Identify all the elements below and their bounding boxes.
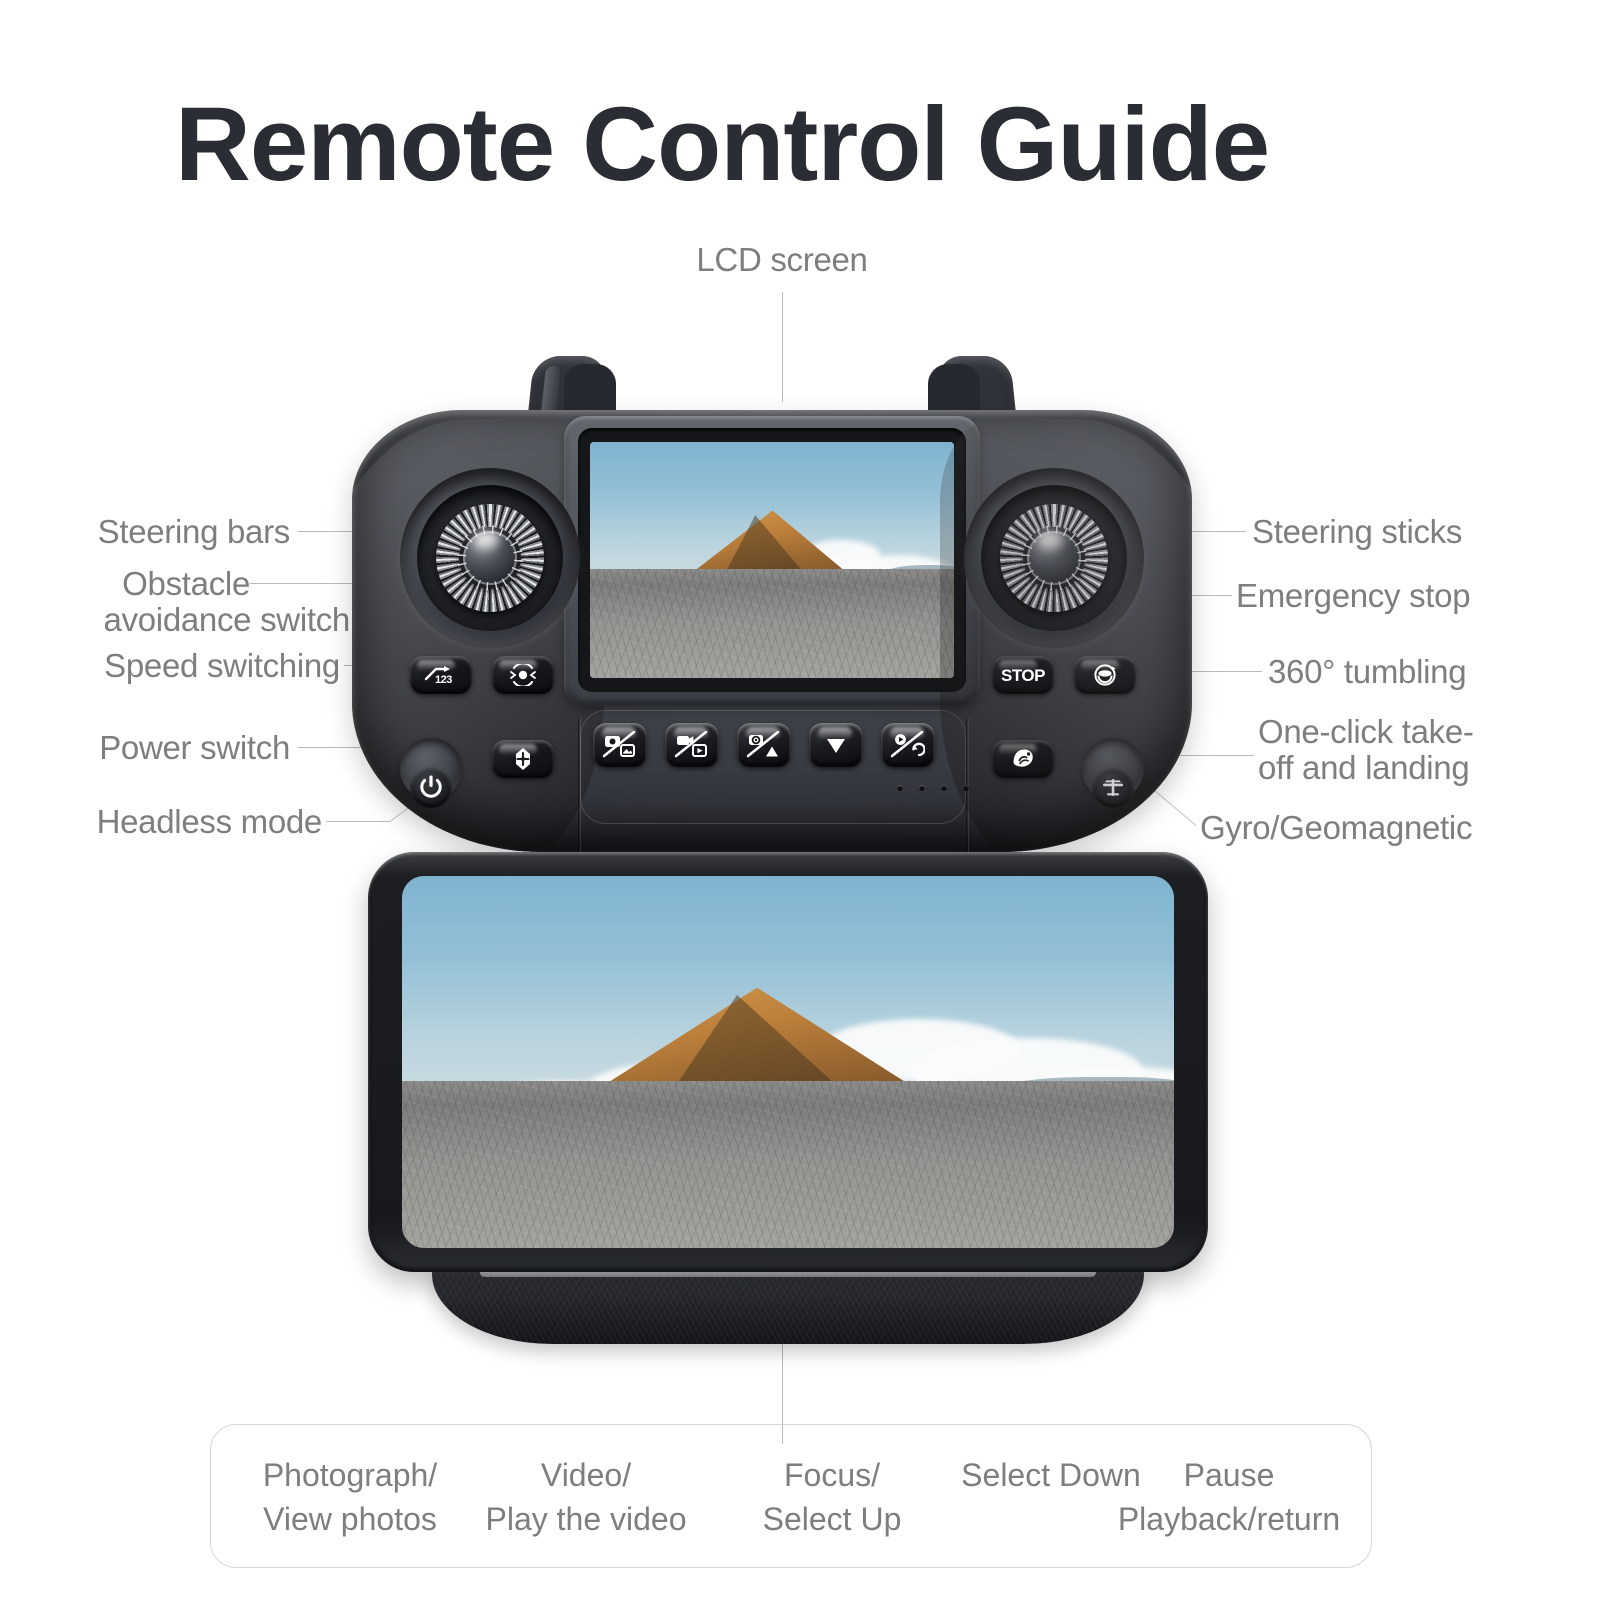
caption-photograph-line2: View photos	[263, 1501, 437, 1537]
callout-label-emergency-stop: Emergency stop	[1236, 577, 1471, 614]
steering-stick-left[interactable]	[400, 468, 580, 648]
phone-holder-bar	[480, 1268, 1096, 1277]
video-button[interactable]	[665, 723, 719, 767]
callout-label-obstacle-2: avoidance switch	[103, 601, 350, 638]
headless-mode-button[interactable]	[492, 740, 554, 778]
camera-photo-icon	[603, 731, 636, 758]
gimbal-stick-icon[interactable]	[1000, 504, 1108, 612]
headless-compass-icon	[510, 747, 536, 771]
camcorder-play-icon	[675, 731, 708, 758]
obstacle-radar-icon	[510, 664, 536, 686]
callout-label-speed-switching: Speed switching	[104, 647, 340, 684]
tumbling-360-button[interactable]	[1074, 656, 1136, 694]
page-title: Remote Control Guide	[175, 86, 1270, 203]
controller-body: 123	[352, 410, 1192, 852]
select-down-button[interactable]	[809, 723, 863, 767]
caption-photograph-line1: Photograph/	[262, 1457, 438, 1493]
emergency-stop-icon: STOP	[1001, 665, 1045, 685]
steering-stick-right[interactable]	[964, 468, 1144, 648]
focus-up-icon	[747, 731, 780, 758]
lcd-landscape-image	[590, 442, 954, 678]
callout-label-steering-sticks: Steering sticks	[1252, 513, 1463, 550]
one-click-takeoff-landing-button[interactable]	[1082, 738, 1144, 808]
caption-pause: Pause Playback/return	[1091, 1453, 1367, 1541]
speed-switching-button[interactable]: 123	[410, 656, 472, 694]
gimbal-stick-icon[interactable]	[436, 504, 544, 612]
caption-video-line1: Video/	[540, 1457, 632, 1493]
caption-video: Video/ Play the video	[441, 1453, 731, 1541]
caption-video-line2: Play the video	[485, 1501, 687, 1537]
caption-box: Photograph/ View photos Video/ Play the …	[210, 1424, 1372, 1568]
caption-select-down: Select Down	[911, 1453, 1191, 1497]
focus-up-button[interactable]	[737, 723, 791, 767]
leader-line-power-switch	[298, 747, 420, 748]
leader-line-360-tumbling	[1148, 671, 1262, 672]
obstacle-avoidance-button[interactable]	[492, 656, 554, 694]
leader-line-headless-mode	[326, 821, 390, 822]
phone-display[interactable]	[402, 876, 1174, 1248]
caption-pause-line2: Playback/return	[1117, 1501, 1341, 1537]
speed-123-icon: 123	[424, 665, 458, 685]
gyro-geomagnetic-icon	[1010, 748, 1036, 770]
callout-label-takeoff-2: off and landing	[1258, 749, 1470, 786]
emergency-stop-button[interactable]: STOP	[992, 656, 1054, 694]
callout-label-gyro-geomagnetic: Gyro/Geomagnetic	[1200, 809, 1473, 846]
callout-label-steering-bars: Steering bars	[97, 513, 291, 550]
tumbling-360-icon	[1092, 663, 1118, 687]
caption-pause-line1: Pause	[1183, 1457, 1275, 1493]
leader-line-takeoff	[1172, 755, 1254, 756]
play-return-icon	[891, 731, 925, 758]
phone-landscape-image	[402, 876, 1174, 1248]
lcd-screen-assembly	[564, 416, 980, 706]
caption-photograph: Photograph/ View photos	[225, 1453, 475, 1541]
leader-line-emergency-stop	[1160, 595, 1232, 596]
leader-line-obstacle	[250, 583, 370, 584]
caption-focus-line2: Select Up	[762, 1501, 902, 1537]
callout-label-lcd-screen: LCD screen	[696, 241, 868, 278]
function-button-panel	[580, 710, 969, 824]
lcd-display[interactable]	[590, 442, 954, 678]
leader-line-lcd-screen	[782, 292, 783, 402]
triangle-down-icon	[827, 739, 845, 753]
gyro-geomagnetic-button[interactable]	[992, 740, 1054, 778]
svg-text:123: 123	[435, 674, 452, 685]
callout-label-360-tumbling: 360° tumbling	[1268, 653, 1467, 690]
smartphone	[368, 852, 1208, 1272]
remote-controller: 123	[352, 352, 1192, 852]
callout-label-obstacle-1: Obstacle	[122, 565, 250, 602]
pause-playback-button[interactable]	[881, 723, 935, 767]
caption-focus: Focus/ Select Up	[707, 1453, 957, 1541]
led-indicators	[897, 785, 969, 791]
photo-button[interactable]	[593, 723, 647, 767]
caption-focus-line1: Focus/	[783, 1457, 881, 1493]
power-icon	[410, 766, 452, 808]
lcd-bezel	[578, 428, 966, 692]
drone-takeoff-icon	[1092, 766, 1134, 808]
callout-label-power-switch: Power switch	[99, 729, 290, 766]
caption-select-down-line1: Select Down	[961, 1457, 1141, 1493]
power-switch-button[interactable]	[400, 738, 462, 808]
callout-label-takeoff-1: One-click take-	[1258, 713, 1474, 750]
callout-label-headless-mode: Headless mode	[96, 803, 323, 840]
